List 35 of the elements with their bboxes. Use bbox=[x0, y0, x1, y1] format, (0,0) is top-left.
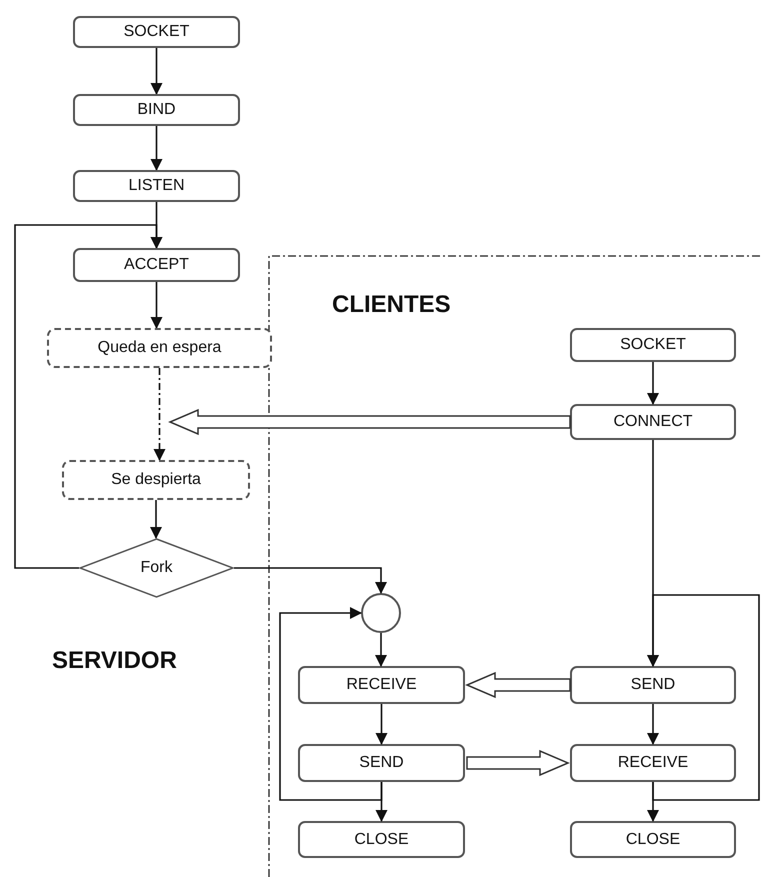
region-title: CLIENTES bbox=[332, 291, 451, 319]
arrow bbox=[150, 500, 162, 539]
arrow bbox=[150, 282, 162, 329]
process-box: LISTEN bbox=[73, 170, 240, 202]
process-box: SOCKET bbox=[73, 16, 240, 48]
process-box: ACCEPT bbox=[73, 248, 240, 282]
arrow bbox=[150, 126, 162, 171]
process-box: CONNECT bbox=[570, 404, 736, 440]
process-box: RECEIVE bbox=[298, 666, 465, 704]
process-box: SEND bbox=[298, 744, 465, 782]
block-arrow bbox=[466, 750, 570, 776]
block-arrow bbox=[168, 408, 571, 436]
arrow bbox=[647, 594, 760, 801]
decision-diamond: Fork bbox=[79, 538, 234, 598]
arrow bbox=[375, 633, 387, 667]
process-box: SEND bbox=[570, 666, 736, 704]
arrow bbox=[647, 704, 659, 745]
process-box: SOCKET bbox=[570, 328, 736, 362]
arrow bbox=[234, 567, 387, 594]
region-title: SERVIDOR bbox=[52, 647, 177, 675]
arrow bbox=[647, 362, 659, 405]
block-arrow bbox=[465, 672, 571, 698]
process-box: CLOSE bbox=[570, 821, 736, 858]
dashed-region bbox=[268, 255, 763, 877]
arrow bbox=[150, 48, 162, 95]
junction-circle bbox=[361, 593, 401, 633]
arrow bbox=[154, 368, 166, 461]
process-box: CLOSE bbox=[298, 821, 465, 858]
arrow bbox=[279, 607, 382, 801]
arrow bbox=[376, 704, 388, 745]
process-box: BIND bbox=[73, 94, 240, 126]
arrow bbox=[14, 224, 162, 569]
state-box: Se despierta bbox=[62, 460, 250, 500]
state-box: Queda en espera bbox=[47, 328, 272, 368]
process-box: RECEIVE bbox=[570, 744, 736, 782]
